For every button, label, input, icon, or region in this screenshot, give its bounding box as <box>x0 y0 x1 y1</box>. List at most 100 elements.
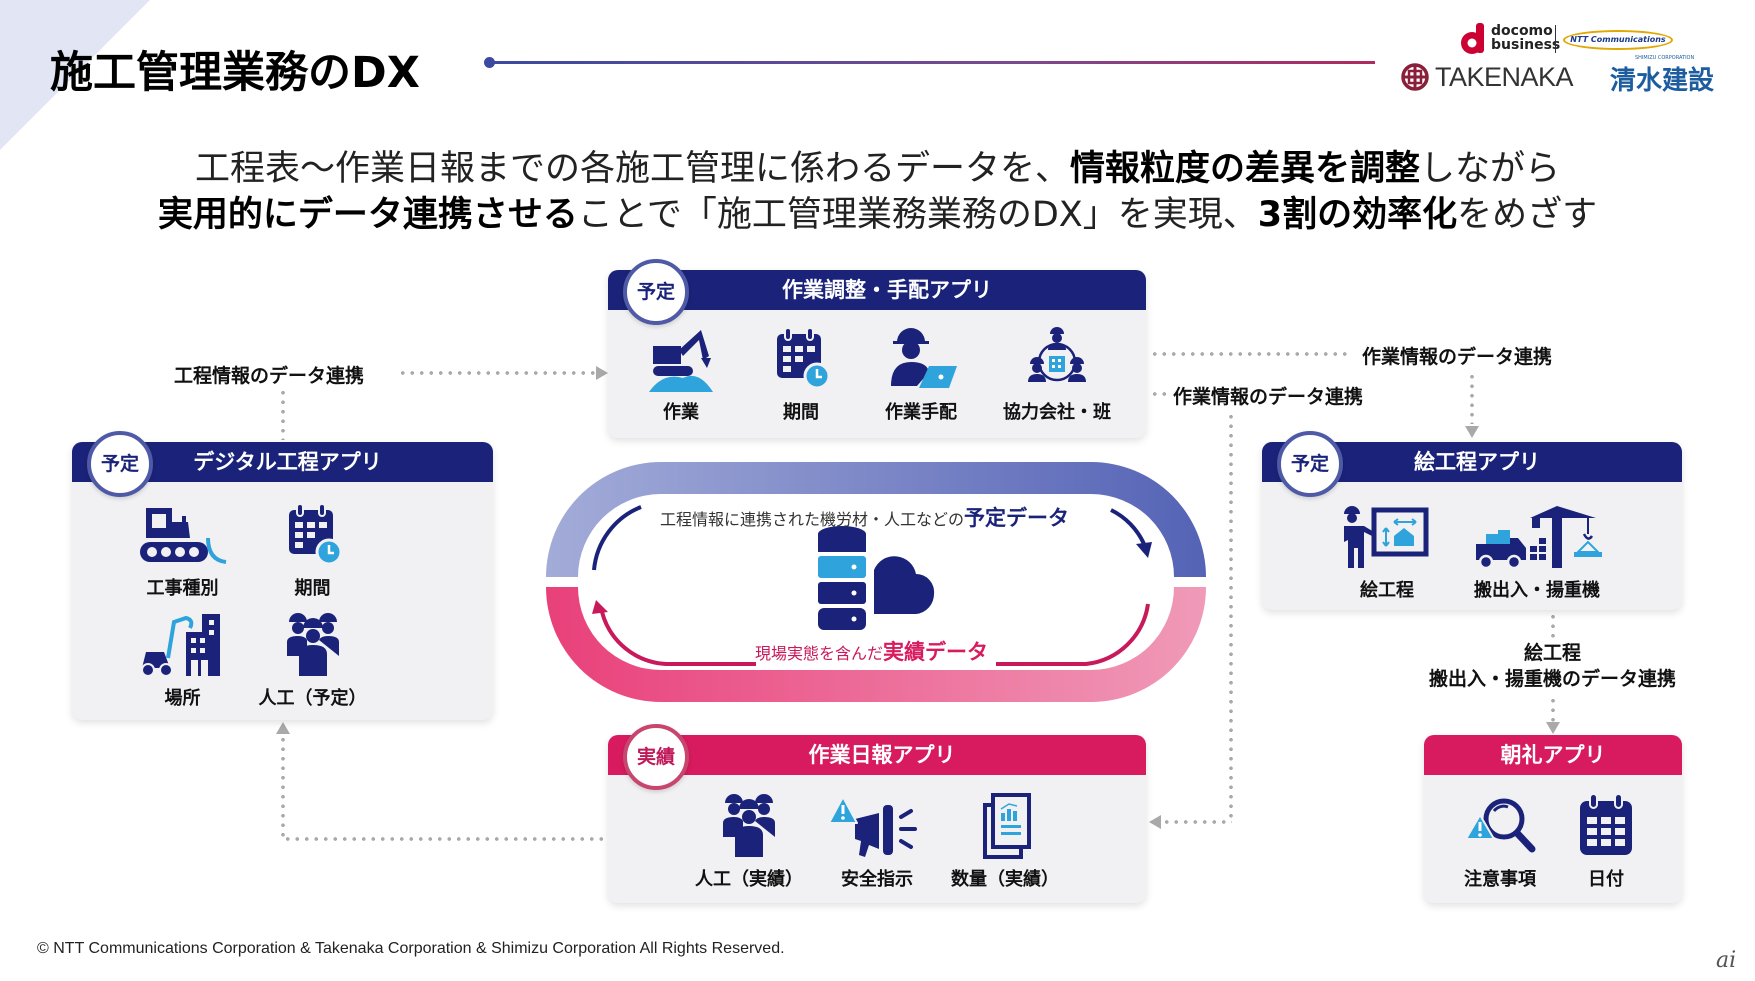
card-title: 朝礼アプリ <box>1424 735 1682 775</box>
card-items: 人工（実績） 安全指示 数量（実績） <box>608 793 1146 891</box>
megaphone-warning-icon <box>829 796 917 857</box>
actual-data-caption: 現場実態を含んだ実績データ <box>755 636 988 666</box>
arrow-down-icon <box>1546 722 1560 734</box>
plan-caption-text: 工程情報に連携された機労材・人工などの <box>660 510 965 529</box>
shimizu-corp-subtext: SHIMIZU CORPORATION <box>1635 55 1695 61</box>
subtitle-line-1: 工程表〜作業日報までの各施工管理に係わるデータを、情報粒度の差異を調整しながら <box>0 140 1755 191</box>
connector-dots <box>1470 372 1474 424</box>
item-label: 日付 <box>1588 869 1624 890</box>
card-morning-meeting-app[interactable]: 朝礼アプリ 注意事項 日付 <box>1424 735 1682 903</box>
card-digital-schedule-app[interactable]: 予定 デジタル工程アプリ 工事種別 期間 <box>72 431 493 720</box>
item-label: 安全指示 <box>841 869 913 890</box>
title-line-dot <box>484 57 495 68</box>
item-location: 場所 <box>128 612 238 710</box>
subtitle-text: しながら <box>1420 149 1561 189</box>
connector-dots <box>1162 820 1232 824</box>
work-data-link-label-top: 作業情報のデータ連携 <box>1362 346 1553 368</box>
subtitle-text: 工程表〜作業日報までの各施工管理に係わるデータを、 <box>194 149 1070 189</box>
item-arrangement: 作業手配 <box>883 326 959 424</box>
partner-logos: docomo business NTT Communications TAKEN… <box>1395 20 1725 100</box>
connector-dots <box>1150 352 1350 356</box>
arrow-down-icon <box>1465 426 1479 438</box>
card-items: 注意事項 日付 <box>1424 793 1682 891</box>
plan-arrowhead <box>1136 542 1152 558</box>
actual-arrowhead <box>592 600 608 614</box>
data-cycle-loop <box>546 462 1206 702</box>
plan-badge: 予定 <box>87 431 153 497</box>
calendar-icon <box>1580 793 1632 855</box>
item-label: 期間 <box>783 402 819 423</box>
workers-group-icon <box>286 613 339 676</box>
plan-badge: 予定 <box>623 259 689 325</box>
subtitle-text: ことで「施工管理業務業務のDX」を実現、 <box>577 195 1258 235</box>
item-label: 作業 <box>663 402 699 423</box>
excavator-icon <box>649 330 713 392</box>
card-items: 絵工程 搬出入・揚重機 <box>1262 504 1682 602</box>
database-cloud-icon <box>818 526 935 630</box>
docomo-logo-icon <box>1461 23 1484 54</box>
takenaka-emblem-icon <box>1401 63 1429 91</box>
item-work-type: 工事種別 <box>128 502 238 600</box>
item-quantity-actual: 数量（実績） <box>951 793 1059 891</box>
page-title: 施工管理業務のDX <box>50 48 420 98</box>
arrow-right-icon <box>596 366 608 380</box>
calendar-clock-icon <box>288 503 342 566</box>
docomo-text: docomo <box>1491 23 1553 39</box>
card-daily-report-app[interactable]: 実績 作業日報アプリ 人工（実績） <box>608 724 1146 903</box>
calendar-clock-icon <box>777 327 831 390</box>
takenaka-logo: TAKENAKA <box>1435 62 1574 92</box>
ntt-communications-logo: NTT Communications <box>1563 30 1673 50</box>
subtitle-line-2: 実用的にデータ連携させることで「施工管理業務業務のDX」を実現、3割の効率化をめ… <box>0 186 1755 237</box>
item-label: 人工（実績） <box>695 869 803 890</box>
arrow-up-icon <box>276 722 290 734</box>
picture-data-link-label: 絵工程 搬出入・揚重機のデータ連携 <box>1400 640 1705 692</box>
item-label: 作業手配 <box>885 402 957 423</box>
item-safety-instruction: 安全指示 <box>829 793 925 891</box>
item-label: 搬出入・揚重機 <box>1474 580 1600 601</box>
connector-dots <box>398 371 596 375</box>
subtitle-text: をめざす <box>1457 195 1598 235</box>
item-partner-team: 協力会社・班 <box>1003 326 1111 424</box>
item-period: 期間 <box>763 326 839 424</box>
plan-arrow-right <box>1110 508 1146 545</box>
work-data-link-label-mid: 作業情報のデータ連携 <box>1173 386 1364 408</box>
site-crane-building-icon <box>140 614 220 677</box>
subtitle-emphasis: 実用的にデータ連携させる <box>157 195 578 235</box>
card-picture-schedule-app[interactable]: 予定 絵工程アプリ 絵工程 <box>1262 431 1682 610</box>
item-precautions: 注意事項 <box>1462 793 1538 891</box>
card-title: 作業日報アプリ <box>608 735 1146 775</box>
actual-arrow-right <box>996 603 1150 666</box>
schedule-data-link-label: 工程情報のデータ連携 <box>174 365 365 387</box>
worker-laptop-icon <box>891 328 957 388</box>
item-manpower-actual: 人工（実績） <box>695 793 803 891</box>
corner-decoration <box>0 0 150 150</box>
subtitle-emphasis: 情報粒度の差異を調整 <box>1069 149 1420 189</box>
item-label: 人工（予定） <box>258 688 367 709</box>
plan-caption-emphasis: 予定データ <box>964 506 1070 530</box>
subtitle-emphasis: 3割の効率化 <box>1257 195 1458 235</box>
docomo-business-logo: docomo business <box>1491 24 1560 52</box>
connector-dots <box>281 735 285 839</box>
card-work-coordination-app[interactable]: 予定 作業調整・手配アプリ 作業 期間 <box>608 259 1146 438</box>
item-date: 日付 <box>1568 793 1644 891</box>
report-document-icon <box>983 793 1031 859</box>
logo-separator <box>1555 25 1556 53</box>
item-picture-schedule: 絵工程 <box>1342 504 1432 602</box>
item-label: 期間 <box>294 578 331 599</box>
item-label: 工事種別 <box>146 578 219 599</box>
worker-blueprint-icon <box>1344 506 1429 568</box>
actual-badge: 実績 <box>623 724 689 790</box>
connector-dots <box>1229 412 1233 822</box>
team-network-icon <box>1028 327 1086 382</box>
item-manpower-plan: 人工（予定） <box>259 612 367 710</box>
loop-bottom-band <box>546 587 1206 702</box>
connector-dots <box>281 388 285 440</box>
picture-link-line-2: 搬出入・揚重機のデータ連携 <box>1428 668 1676 690</box>
plan-badge: 予定 <box>1277 431 1343 497</box>
loop-top-band <box>546 462 1206 577</box>
item-work: 作業 <box>643 326 719 424</box>
warning-search-icon <box>1465 798 1536 853</box>
item-label: 協力会社・班 <box>1003 402 1111 423</box>
actual-caption-emphasis: 実績データ <box>883 640 989 664</box>
item-period: 期間 <box>268 502 358 600</box>
